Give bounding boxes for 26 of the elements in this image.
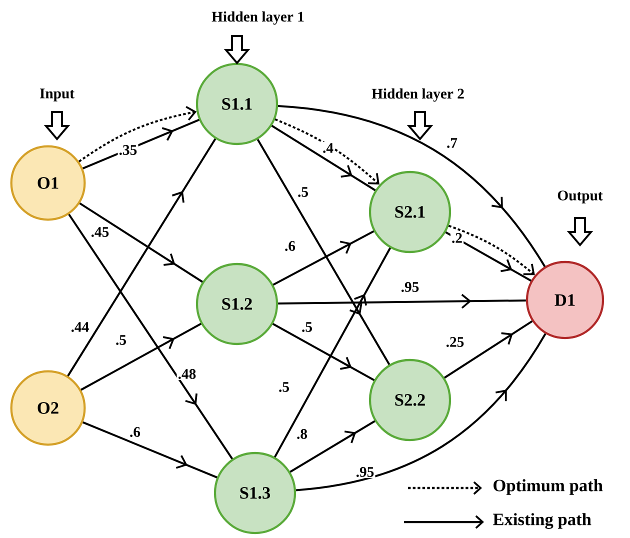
edge-label: .4: [321, 142, 335, 154]
layer-label: Hidden layer 1: [212, 11, 304, 25]
edge-label: .5: [114, 334, 128, 346]
edge-label: .95: [354, 466, 376, 478]
arrow: [78, 106, 197, 162]
edge-label: .6: [283, 240, 297, 252]
edge-label: .5: [296, 186, 310, 198]
legend-text: Optimum path: [494, 479, 603, 495]
edge-label: .6: [128, 426, 142, 438]
edge-label: .95: [400, 280, 420, 294]
edge-label: .2: [450, 232, 464, 244]
edge-label: .45: [90, 226, 110, 238]
edge-label: .5: [277, 381, 291, 393]
arrow: [448, 224, 535, 276]
edge-label: .35: [118, 144, 138, 156]
edge-label: .7: [445, 137, 459, 149]
layer-label: Input: [40, 88, 74, 102]
edge-label: .44: [70, 321, 90, 333]
arrow: [274, 118, 380, 185]
edge-label: .8: [295, 428, 309, 440]
legend-text: Existing path: [493, 513, 592, 529]
edge-label: .5: [300, 321, 314, 333]
layer-label: Hidden layer 2: [372, 88, 464, 102]
edge-label: .48: [176, 368, 198, 380]
layer-label: Output: [558, 190, 603, 204]
edge-label: .25: [444, 336, 466, 348]
